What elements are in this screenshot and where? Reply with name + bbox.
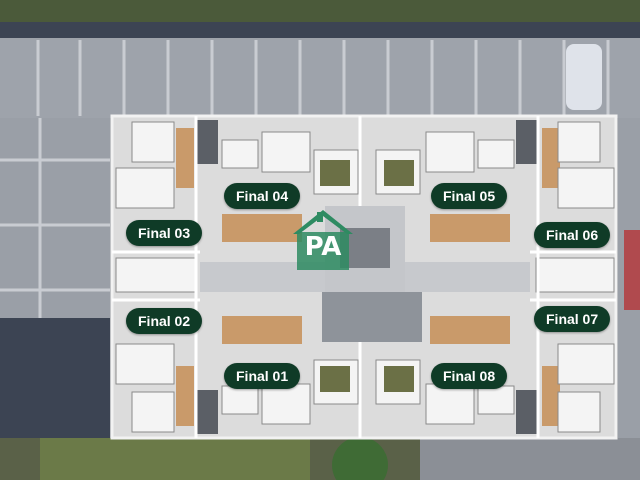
unit-label-03[interactable]: Final 03 — [126, 220, 203, 246]
unit-label-02[interactable]: Final 02 — [126, 308, 203, 334]
unit-label-05[interactable]: Final 05 — [431, 183, 508, 209]
unit-label-04[interactable]: Final 04 — [224, 183, 301, 209]
unit-label-07[interactable]: Final 07 — [534, 306, 611, 332]
logo-text: PA — [304, 232, 342, 262]
unit-label-08[interactable]: Final 08 — [431, 363, 508, 389]
unit-label-06[interactable]: Final 06 — [534, 222, 611, 248]
unit-label-01[interactable]: Final 01 — [224, 363, 301, 389]
house-roof-icon — [293, 210, 353, 270]
